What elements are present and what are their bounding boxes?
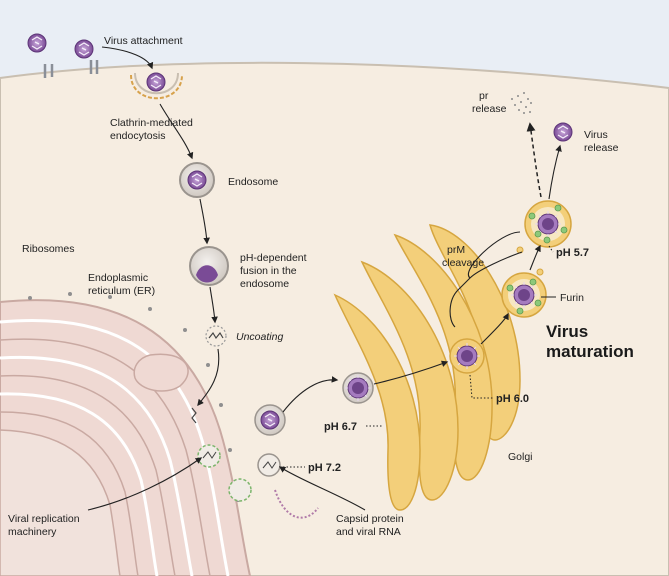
furin-vesicle bbox=[501, 272, 547, 318]
label-pr-2: release bbox=[472, 103, 507, 115]
label-virus-release-1: Virus bbox=[584, 129, 608, 141]
replication-pointer bbox=[87, 457, 203, 511]
endosome-arrow bbox=[199, 198, 210, 245]
pr-particle bbox=[511, 92, 532, 114]
golgi-apparatus bbox=[333, 224, 544, 511]
fusion-endosome bbox=[189, 246, 229, 286]
label-capsid-1: Capsid protein bbox=[336, 513, 404, 525]
endocytosis-arrow bbox=[159, 103, 194, 160]
label-prm-1: prM bbox=[447, 244, 465, 256]
clathrin-coated-pit bbox=[130, 72, 183, 100]
prm-bracket bbox=[449, 231, 523, 328]
label-er-1: Endoplasmic bbox=[88, 272, 148, 284]
label-ph-57: pH 5.7 bbox=[556, 247, 589, 259]
golgi-transit-arrow bbox=[373, 360, 449, 385]
label-uncoating: Uncoating bbox=[236, 331, 283, 343]
free-virion-1 bbox=[27, 33, 47, 53]
label-maturation-1: Virus bbox=[546, 322, 588, 341]
uncoating-rna bbox=[205, 325, 227, 347]
label-ph-fusion-3: endosome bbox=[240, 278, 289, 290]
budding-virions bbox=[254, 404, 319, 519]
mature-vesicle bbox=[524, 200, 572, 248]
label-ph-fusion-1: pH-dependent bbox=[240, 252, 307, 264]
label-capsid-2: and viral RNA bbox=[336, 526, 401, 538]
label-pr-1: pr bbox=[479, 90, 489, 102]
label-ph-67: pH 6.7 bbox=[324, 421, 357, 433]
capsid-pointer bbox=[278, 466, 366, 511]
trans-golgi-virion bbox=[449, 338, 485, 374]
label-ph-fusion-2: fusion in the bbox=[240, 265, 297, 277]
viral-rna-strand bbox=[191, 407, 197, 424]
uncoating-arrow bbox=[197, 348, 220, 407]
furin-arrow bbox=[480, 312, 509, 345]
label-ribosomes: Ribosomes bbox=[22, 243, 75, 255]
label-virus-attachment: Virus attachment bbox=[104, 35, 183, 47]
label-replication-1: Viral replication bbox=[8, 513, 80, 525]
er-golgi-vesicle bbox=[342, 372, 374, 404]
label-replication-2: machinery bbox=[8, 526, 57, 538]
endosome-vesicle bbox=[179, 162, 215, 198]
label-maturation-2: maturation bbox=[546, 342, 634, 361]
membrane-receptors bbox=[43, 60, 99, 78]
attachment-arrow bbox=[101, 46, 154, 70]
label-golgi: Golgi bbox=[508, 451, 533, 463]
pr-release-arrow bbox=[526, 122, 542, 198]
ph60-leader bbox=[469, 374, 493, 399]
er-lobe bbox=[133, 353, 189, 392]
released-virion bbox=[553, 122, 573, 142]
label-furin: Furin bbox=[560, 292, 584, 304]
ph57-leader bbox=[548, 245, 554, 253]
replication-complexes bbox=[197, 444, 252, 502]
free-virion-2 bbox=[74, 39, 94, 59]
virus-release-arrow bbox=[548, 144, 562, 200]
label-virus-release-2: release bbox=[584, 142, 619, 154]
label-ph-72: pH 7.2 bbox=[308, 462, 341, 474]
label-er-2: reticulum (ER) bbox=[88, 285, 155, 297]
label-clathrin-2: endocytosis bbox=[110, 130, 165, 142]
fusion-arrow bbox=[209, 286, 218, 324]
label-clathrin-1: Clathrin-mediated bbox=[110, 117, 193, 129]
label-prm-2: cleavage bbox=[442, 257, 484, 269]
label-ph-60: pH 6.0 bbox=[496, 393, 529, 405]
er-golgi-arrow bbox=[282, 376, 339, 413]
label-endosome: Endosome bbox=[228, 176, 278, 188]
maturation-arrow bbox=[529, 244, 541, 271]
